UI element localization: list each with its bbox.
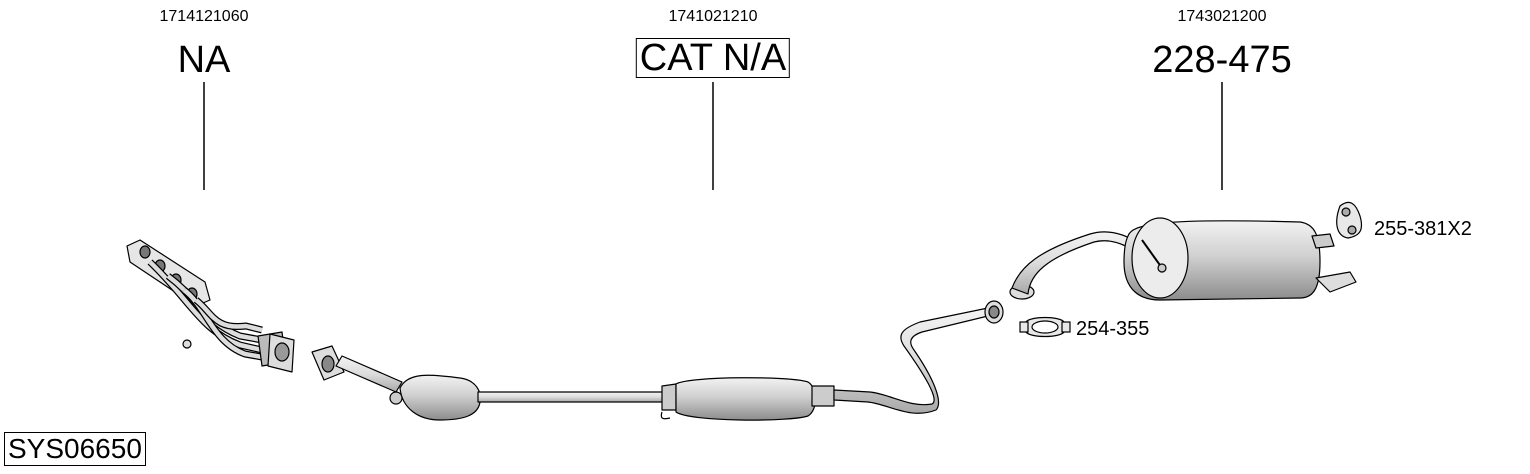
part-label-rear-silencer[interactable]: 228-475 (1152, 39, 1292, 81)
accessory-label-hanger[interactable]: 255-381X2 (1374, 218, 1472, 240)
part-label-catalyst[interactable]: CAT N/A (635, 38, 791, 78)
rear-silencer (1009, 217, 1357, 301)
rubber-hanger-icon (1336, 201, 1363, 239)
exhaust-manifold (126, 239, 295, 373)
oem-number-catalyst: 1741021210 (668, 8, 758, 25)
accessory-label-clamp[interactable]: 254-355 (1076, 318, 1150, 340)
system-code: SYS06650 (4, 432, 146, 466)
oem-number-manifold: 1714121060 (159, 8, 249, 25)
pipe-clamp-icon (1019, 316, 1071, 338)
part-label-manifold[interactable]: NA (177, 39, 231, 81)
catalytic-converter (311, 345, 481, 421)
oem-number-rear-silencer: 1743021200 (1177, 8, 1267, 25)
center-silencer (477, 300, 1004, 421)
